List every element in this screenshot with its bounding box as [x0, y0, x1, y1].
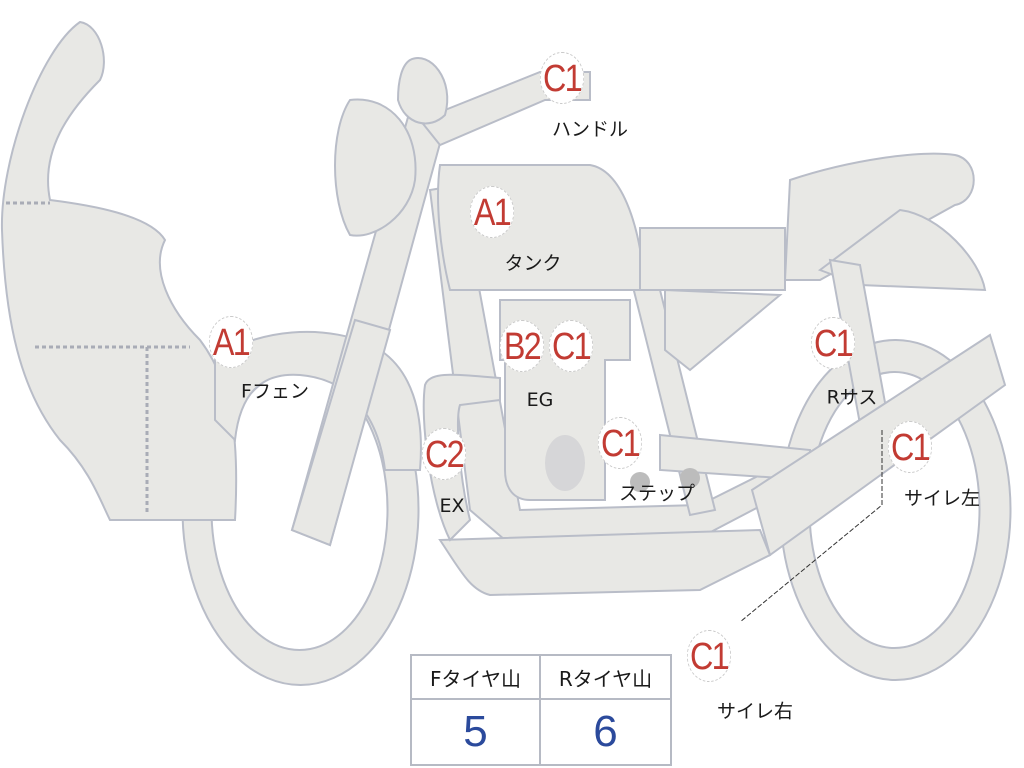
grade-marker-tank: A1 [469, 186, 515, 238]
muffler [750, 333, 1007, 557]
part-label-silencer-right: サイレ右 [716, 700, 794, 723]
grade-marker-rear-suspension: C1 [810, 317, 856, 369]
part-label-engine: EG [526, 389, 554, 411]
grade-marker-engine-b2: B2 [499, 320, 545, 372]
part-label-front-fender: Fフェン [241, 380, 309, 403]
grade-marker-engine-c1: C1 [548, 320, 594, 372]
grade-marker-front-fender: A1 [208, 316, 254, 368]
part-label-handlebar: ハンドル [551, 118, 629, 141]
part-label-tank: タンク [504, 252, 562, 275]
grade-marker-exhaust: C2 [421, 428, 467, 480]
rear-wheel [779, 339, 1012, 681]
grade-marker-silencer-right: C1 [686, 630, 732, 682]
tire-tread-table: Fタイヤ山 Rタイヤ山 5 6 [410, 654, 672, 766]
part-label-silencer-left: サイレ左 [903, 487, 981, 510]
rear-tire-header: Rタイヤ山 [541, 656, 670, 700]
part-label-exhaust: EX [439, 495, 465, 517]
silencer-leader-line [739, 430, 883, 623]
grade-marker-silencer-left: C1 [887, 421, 933, 473]
front-cowl [0, 20, 238, 521]
seat [639, 227, 786, 291]
grade-marker-step: C1 [597, 417, 643, 469]
part-label-step: ステップ [618, 482, 696, 505]
headlight [334, 98, 417, 237]
part-label-rear-suspension: Rサス [826, 386, 878, 409]
front-tire-header: Fタイヤ山 [412, 656, 541, 700]
front-tire-value: 5 [412, 700, 541, 764]
rear-tire-value: 6 [593, 707, 618, 756]
grade-marker-handlebar: C1 [539, 52, 585, 104]
